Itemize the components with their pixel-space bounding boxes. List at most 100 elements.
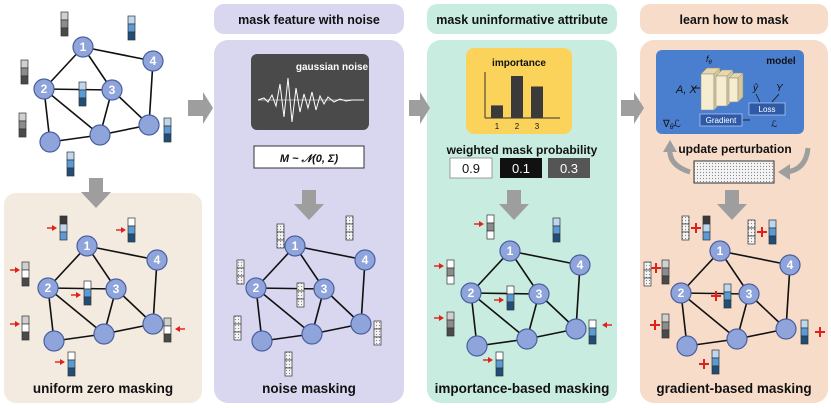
prob-value-2: 0.1 (512, 161, 530, 176)
g4-vec-mid (723, 283, 732, 309)
g3-vec-left-cell-3 (446, 275, 455, 285)
graph-2-edge-4 (255, 287, 325, 290)
g1-vec-left-low (21, 315, 30, 341)
graph-3-node-6 (516, 328, 538, 350)
graph-2-node-4 (354, 249, 376, 271)
g4-plus-bottom (699, 359, 709, 369)
g0-vec-top-right-cell-3 (127, 31, 136, 41)
graph-2-edge-3 (294, 245, 366, 261)
g0-vec-left-cell-1 (20, 59, 29, 69)
panel4-header: learn how to mask (679, 13, 788, 27)
g0-vec-top-right-cell-2 (127, 23, 136, 33)
graph-0-node-label-2: 2 (41, 82, 48, 96)
g1-arrow-left-head (15, 267, 20, 273)
g4-vec-top-right-cell-2 (768, 227, 777, 237)
g0-vec-left-low-cell-2 (18, 120, 27, 130)
g0-vec-top-cell-2 (60, 19, 69, 29)
g3-vec-left-cell-2 (446, 267, 455, 277)
graph-4-node-1 (709, 240, 731, 262)
graph-1-node-6 (93, 323, 115, 345)
y-arrow (771, 93, 780, 103)
graph-0-node-7 (138, 114, 160, 136)
g0-vec-mid (78, 81, 87, 107)
importance-bar-3 (531, 86, 543, 118)
g4-vec-right-cell-1 (800, 319, 809, 329)
g1-vec-top-cell-1 (59, 215, 68, 225)
graph-4-node-label-3: 3 (746, 287, 753, 301)
graph-0-edge-3 (82, 46, 154, 62)
graph-1-node-label-1: 1 (84, 239, 91, 253)
graph-4-node-label-4: 4 (787, 258, 794, 272)
graph-1-edge-9 (152, 259, 158, 325)
y-hat-label: ŷ (752, 83, 759, 94)
g3-vec-left (446, 259, 455, 285)
g0-vec-top-right (127, 15, 136, 41)
importance-tick-2: 2 (515, 122, 520, 131)
g1-arrow-mid-head (76, 292, 81, 298)
g0-vec-mid-cell-2 (78, 89, 87, 99)
g3-arrow-top (474, 221, 484, 227)
g3-vec-mid-cell-1 (506, 285, 515, 295)
g3-vec-mid (506, 285, 515, 311)
graph-4-node-4 (779, 254, 801, 276)
importance-label: importance (492, 58, 546, 69)
arrow-down-panel2 (294, 190, 324, 220)
g2-vec-left-low (233, 315, 242, 341)
g4-vec-right-cell-2 (800, 327, 809, 337)
g2-vec-mid-cell-1 (296, 282, 305, 292)
g3-vec-top-cell-3 (486, 230, 495, 240)
graph-3-node-5 (466, 335, 488, 357)
g0-vec-top-cell-3 (60, 27, 69, 37)
g4-vec-left (661, 259, 670, 285)
g1-vec-top-cell-3 (59, 231, 68, 241)
graph-3-edge-9 (575, 264, 581, 330)
g3-arrow-mid (494, 297, 504, 303)
prob-value-1: 0.9 (462, 161, 480, 176)
panel2-header: mask feature with noise (238, 13, 380, 27)
g3-vec-left-cell-1 (446, 259, 455, 269)
graph-4-edge-6 (680, 292, 738, 340)
g4-vec-bottom-cell-2 (711, 357, 720, 367)
g2-vec-right-cell-3 (373, 336, 382, 346)
g2-vec-top-cell-2 (276, 231, 285, 241)
graph-2-node-label-1: 1 (292, 239, 299, 253)
g4-vec-mid-cell-2 (723, 291, 732, 301)
graph-4-edge-3 (719, 250, 791, 266)
g4-vec-left-low-cell-3 (661, 329, 670, 339)
g3-vec-right-cell-1 (588, 319, 597, 329)
curved-arrow-left-head (663, 140, 677, 152)
graph-0-edge-9 (148, 60, 154, 126)
weighted-mask-probability-label: weighted mask probability (446, 143, 598, 157)
g4-vec-top-noise-cell-1 (681, 215, 690, 225)
graph-0-node-4 (142, 50, 164, 72)
g3-vec-bottom (495, 351, 504, 377)
inputs-label: A, X (675, 84, 697, 96)
g2-vec-mid-cell-3 (296, 298, 305, 308)
prob-box-2 (500, 158, 542, 178)
g1-arrow-top-head (52, 225, 57, 231)
g1-vec-left (21, 261, 30, 287)
g1-arrow-top (47, 225, 57, 231)
g0-vec-left-low-cell-3 (18, 128, 27, 138)
graph-1-node-1 (76, 235, 98, 257)
graph-2-node-5 (251, 330, 273, 352)
g2-vec-left-cell-1 (236, 259, 245, 269)
g3-arrow-right-head (602, 322, 607, 328)
graph-1-node-label-3: 3 (113, 282, 120, 296)
graph-3-node-3 (528, 283, 550, 305)
g1-arrow-left-low (10, 321, 20, 327)
g4-vec-left-cell-1 (661, 259, 670, 269)
g2-vec-bottom-cell-1 (284, 351, 293, 361)
g3-vec-top-right-cell-1 (552, 217, 561, 227)
g3-arrow-bottom-head (488, 357, 493, 363)
graph-0-node-1 (72, 36, 94, 58)
g2-vec-top-right-cell-3 (345, 231, 354, 241)
graph-2-node-label-4: 4 (362, 253, 369, 267)
y-label: Y (776, 83, 784, 94)
g4-vec-left-low-cell-2 (661, 321, 670, 331)
g1-arrow-right (175, 326, 185, 332)
gradient-label: Gradient (706, 116, 737, 125)
